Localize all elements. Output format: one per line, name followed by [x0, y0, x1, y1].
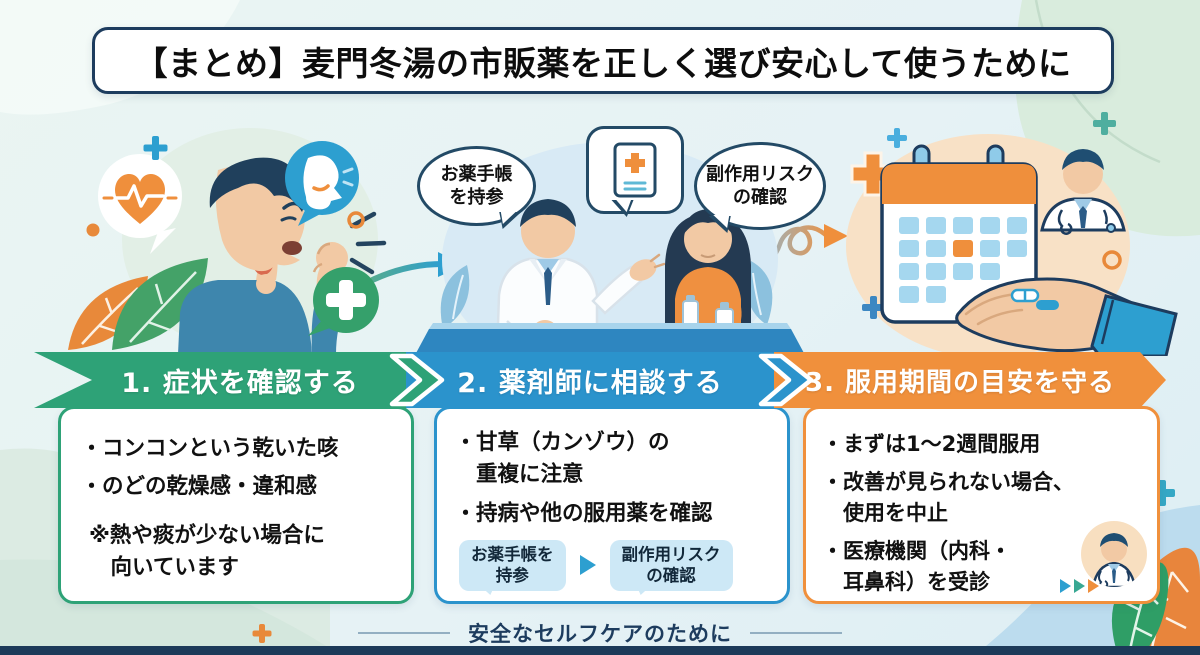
title-banner: 【まとめ】麦門冬湯の市販薬を正しく選び安心して使うために [92, 27, 1114, 94]
arrow-right-icon [579, 555, 596, 576]
step1-note: ※熱や痰が少ない場合に 向いています [89, 522, 325, 580]
leaf-blue-left [440, 265, 470, 329]
step3-content-box: ・ まずは1～2週間服用 ・ 改善が見られない場合、 使用を中止 ・ 医療機関（… [803, 406, 1160, 604]
process-chips: お薬手帳を 持参 副作用リスク の確認 [459, 539, 777, 591]
footer-divider-right [750, 631, 842, 635]
document-icon [613, 142, 657, 198]
throat-icon [285, 141, 359, 226]
bullet-item: ・ まずは1～2週間服用 [822, 429, 1149, 461]
pills [1010, 288, 1059, 310]
bullet-item: ・ 甘草（カンゾウ）の 重複に注意 [455, 427, 777, 492]
step2-content-box: ・ 甘草（カンゾウ）の 重複に注意 ・ 持病や他の服用薬を確認 お薬手帳を 持参… [434, 406, 790, 604]
chip-medication-notebook: お薬手帳を 持参 [459, 539, 566, 591]
footer-text: 安全なセルフケアのために [468, 622, 732, 646]
step3-banner: 3. 服用期間の目安を守る [774, 352, 1166, 408]
bullet-item: ・ のどの乾燥感・違和感 [81, 471, 401, 503]
speech-bubble-medication-notebook: お薬手帳 を持参 [417, 146, 536, 226]
speech-bubble-side-effect: 副作用リスク の確認 [694, 142, 826, 230]
ring-orange [1102, 250, 1122, 270]
leaf-green [112, 258, 208, 350]
calendar-hand-illustration [846, 128, 1178, 356]
bullet-item: ・ 医療機関（内科・ 耳鼻科）を受診 [822, 536, 1149, 599]
bullet-marker: ・ [822, 538, 843, 563]
plus-blue-small [887, 128, 907, 148]
arrow-step2-to-step3 [749, 224, 848, 271]
bullet-marker: ・ [455, 430, 476, 454]
referral-arrows-icon [1060, 579, 1099, 593]
step2-banner: 2. 薬剤師に相談する [406, 352, 774, 408]
step3-label: 3. 服用期間の目安を守る [804, 367, 1116, 398]
medical-cross-icon [308, 267, 379, 336]
page-title: 【まとめ】麦門冬湯の市販薬を正しく選び安心して使うために [134, 43, 1072, 83]
plus-orange-bottom [252, 624, 272, 643]
hand-with-pills [955, 277, 1178, 356]
coughing-man-illustration [68, 128, 387, 354]
speech-bubble-document [586, 126, 684, 214]
footer-caption: 安全なセルフケアのために [0, 618, 1200, 648]
plus-teal-top-right [1093, 112, 1116, 135]
heart-pulse-icon [98, 154, 182, 254]
doctor-avatar [1081, 521, 1147, 587]
bullet-item: ・ 持病や他の服用薬を確認 [455, 498, 777, 530]
step2-label: 2. 薬剤師に相談する [457, 367, 723, 399]
footer-divider-left [358, 631, 450, 635]
chevron-arrow-blue-icon [758, 353, 814, 407]
bullet-item: ・ 改善が見られない場合、 使用を中止 [822, 467, 1149, 530]
bottom-navy-bar [0, 646, 1200, 655]
step1-banner: 1. 症状を確認する [34, 352, 406, 408]
ring-orange [347, 211, 365, 229]
plus-blue [143, 136, 168, 160]
doctor-figure [1040, 149, 1126, 235]
step1-content-box: ・ コンコンという乾いた咳 ・ のどの乾燥感・違和感 ※熱や痰が少ない場合に 向… [58, 406, 414, 604]
counter [415, 323, 805, 355]
speech-bubble-text: お薬手帳 を持参 [440, 163, 513, 208]
speech-bubble-text: 副作用リスク の確認 [706, 163, 814, 208]
leaf-blue-right [746, 261, 773, 325]
bullet-item: ・ コンコンという乾いた咳 [81, 433, 401, 465]
dot-orange [86, 223, 100, 237]
bullet-marker: ・ [455, 500, 476, 525]
chevron-arrow-green-icon [389, 353, 445, 407]
coughing-man [178, 157, 387, 354]
bullet-marker: ・ [822, 432, 843, 456]
chip-side-effect-check: 副作用リスク の確認 [609, 539, 733, 591]
bullet-marker: ・ [822, 469, 843, 494]
bullet-marker: ・ [81, 474, 102, 499]
bullet-marker: ・ [81, 436, 102, 460]
plus-blue-lower [862, 296, 885, 319]
step1-label: 1. 症状を確認する [121, 367, 359, 399]
calendar-highlight-day [953, 240, 973, 257]
calendar [880, 144, 1038, 324]
